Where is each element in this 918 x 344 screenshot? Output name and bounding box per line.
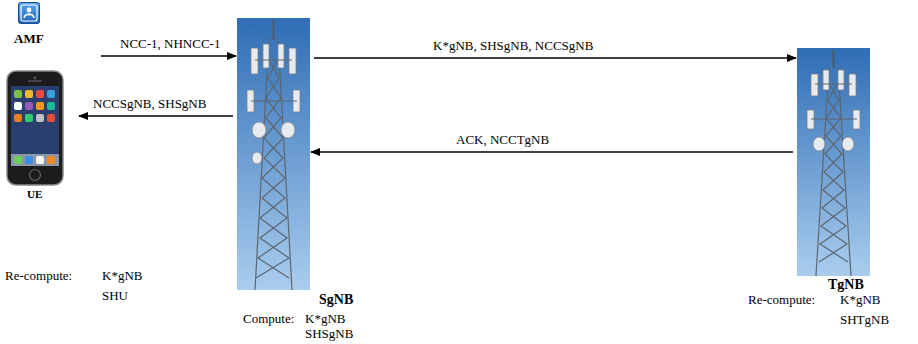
message-label: ACK, NCCTgNB <box>454 132 551 147</box>
tower-illustration <box>797 48 870 276</box>
message-label: NCC-1, NHNCC-1 <box>118 36 222 51</box>
node-label: AMF <box>14 32 44 46</box>
key-note: SHSgNB <box>305 326 353 341</box>
key-note: SHU <box>102 288 128 303</box>
message-label: K*gNB, SHSgNB, NCCSgNB <box>431 38 595 53</box>
key-note: Compute: <box>243 311 294 326</box>
message-label: NCCSgNB, SHSgNB <box>91 96 208 111</box>
node-label: SgNB <box>319 292 353 307</box>
amf-node: AMF <box>5 0 53 48</box>
key-note: K*gNB <box>102 268 142 283</box>
key-note: K*gNB <box>840 292 880 307</box>
message-arrow <box>314 57 796 59</box>
message-arrow <box>311 151 793 153</box>
node-label: UE <box>27 188 42 200</box>
message-arrow <box>101 55 236 57</box>
node-label: TgNB <box>828 277 864 292</box>
key-note: Re-compute: <box>748 292 815 307</box>
base-station-node: TgNB <box>797 48 870 276</box>
ue-node: UE <box>5 68 65 202</box>
tower-illustration <box>237 18 310 290</box>
key-note: K*gNB <box>305 311 345 326</box>
phone-illustration <box>6 70 64 186</box>
key-note: SHTgNB <box>840 312 889 327</box>
base-station-node: SgNB <box>237 18 310 290</box>
key-note: Re-compute: <box>5 268 72 283</box>
message-arrow <box>79 115 233 117</box>
amf-icon <box>18 2 40 24</box>
